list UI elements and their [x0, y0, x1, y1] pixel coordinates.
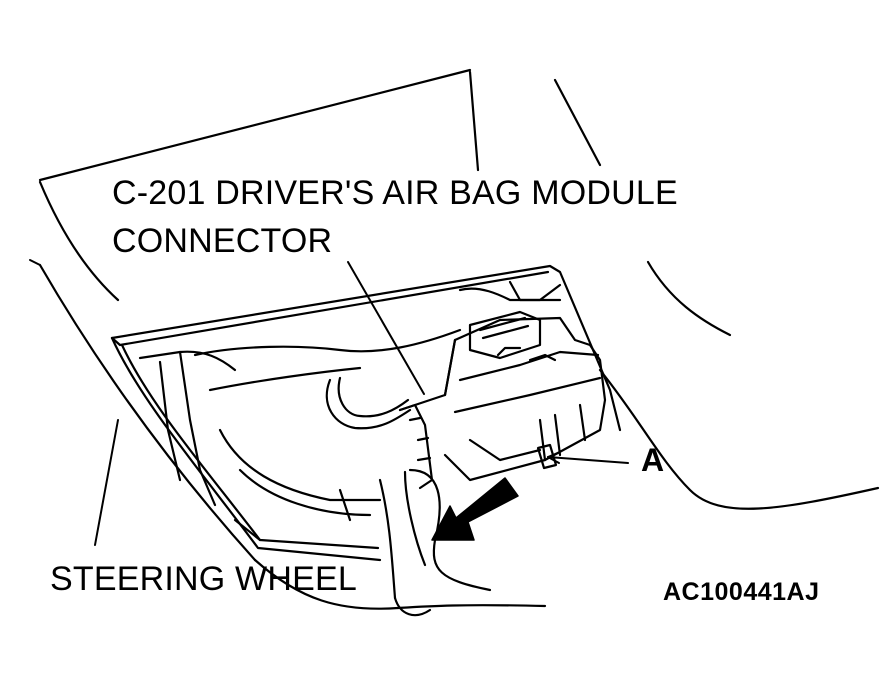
- connector-label-line2: CONNECTOR: [112, 222, 333, 260]
- leader-lines: [29, 259, 629, 546]
- steering-wheel-label: STEERING WHEEL: [50, 560, 357, 598]
- leader-steering: [94, 419, 119, 546]
- dashboard-right-lower: [598, 368, 880, 510]
- dashboard-right-curve: [646, 260, 732, 337]
- technician-hand: [378, 468, 492, 617]
- arrow-shape: [431, 477, 519, 541]
- dashboard-top-edge: [38, 68, 472, 182]
- connector-c201: [398, 310, 607, 490]
- leader-a: [547, 456, 629, 464]
- wire-harness: [325, 376, 412, 430]
- connector-label-line1: C-201 DRIVER'S AIR BAG MODULE: [112, 174, 678, 212]
- airbag-module-housing: [110, 264, 622, 562]
- steering-wheel-rim: [38, 263, 547, 610]
- dashboard-left-curve: [38, 180, 120, 302]
- leader-steering-upper: [29, 259, 41, 266]
- callout-a-label: A: [641, 442, 665, 478]
- leader-a-arrowhead: [547, 451, 561, 464]
- figure-code-label: AC100441AJ: [663, 578, 820, 606]
- dashboard-seam-left: [468, 70, 480, 172]
- dashboard-outline: [38, 68, 880, 510]
- pull-direction-arrow: [431, 477, 519, 541]
- dashboard-seam-right: [553, 78, 602, 167]
- leader-connector: [347, 261, 425, 395]
